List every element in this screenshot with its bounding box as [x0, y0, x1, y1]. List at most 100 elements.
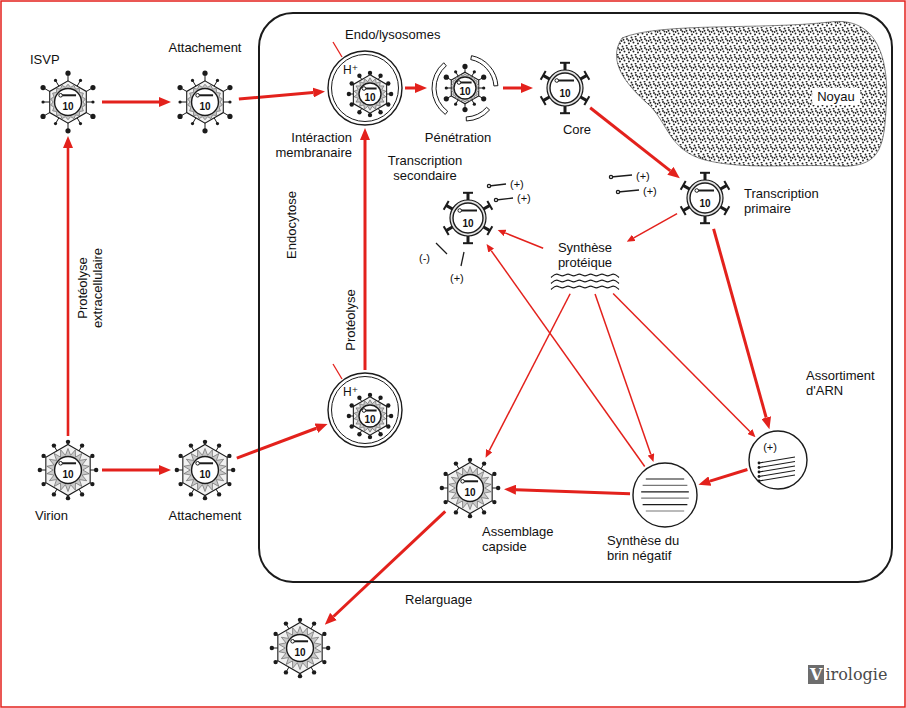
flow-arrow [590, 108, 670, 171]
transcribing-core-shape-part [700, 172, 710, 174]
isvp-particle-shape-part [51, 84, 86, 119]
endosome-shape-part [353, 397, 386, 435]
penetrating-particle-shape-part [444, 96, 449, 101]
virion-particle-shape-part [66, 496, 70, 500]
rna-assortment-shape-part [758, 475, 761, 478]
endosome-shape-part [362, 87, 366, 91]
nucleus-shape-part [616, 21, 886, 166]
mrna-strand [461, 252, 464, 266]
strand-polarity: (+) [517, 192, 531, 204]
penetrating-particle-shape-part [432, 56, 498, 121]
virion-particle-shape-part [41, 454, 45, 458]
isvp-particle-shape-part [79, 122, 82, 125]
attaching-particle-shape-part [175, 468, 179, 472]
endosome-shape-part [359, 405, 381, 427]
assembled-particle-shape-part [492, 472, 496, 476]
strand-polarity: (+) [510, 178, 524, 190]
released-virion-shape-part [270, 618, 331, 679]
rna-assortment-shape-part [758, 466, 761, 469]
process-label: Endocytose [284, 180, 299, 270]
attaching-particle-shape-part [189, 443, 193, 447]
isvp-particle-shape-part [40, 85, 45, 90]
assembled-particle-shape-part [440, 486, 444, 490]
attaching-particle-shape-part [203, 440, 207, 444]
segment-number: 10 [62, 101, 73, 112]
core-particle-shape-part [584, 96, 589, 105]
endosome-shape-part [378, 74, 382, 78]
core-particle: Core10 [535, 58, 595, 118]
attaching-particle-shape-part [177, 114, 182, 119]
released-virion-shape-part [298, 674, 302, 678]
strand-cap [616, 190, 619, 193]
rna-assortment-shape [748, 430, 808, 490]
released-virion-shape-part [312, 670, 316, 674]
flow-arrow [239, 93, 313, 100]
penetrating-particle-shape-part [462, 107, 467, 112]
negative-strand-synthesis: Synthèse du brin négatif [632, 462, 698, 528]
endosome-shape-part [365, 88, 377, 90]
strand-polarity: (+) [636, 170, 650, 182]
attaching-particle-shape-part [177, 71, 232, 134]
endosome-shape-part [389, 92, 393, 96]
virion-particle-shape-part [38, 440, 99, 501]
stage-label: ISVP [30, 52, 60, 67]
negative-strand-synthesis-shape-part [633, 463, 697, 527]
released-virion-shape-part [322, 632, 326, 636]
released-virion: 10 [268, 616, 332, 680]
flow-arrow [102, 101, 159, 104]
transcribing-core-shape-part [444, 193, 493, 243]
strand-cap [487, 184, 490, 187]
attaching-particle-shape-part [175, 440, 236, 501]
mrna-strand [489, 184, 506, 186]
negative-strand-synthesis-shape-part [646, 478, 684, 479]
attaching-particle-shape-part [188, 84, 223, 119]
virion-particle-shape-part [94, 468, 98, 472]
virion-particle-shape-part [41, 482, 45, 486]
penetrating-particle-shape-part [454, 70, 457, 73]
flow-arrow [237, 428, 316, 458]
isvp-particle-shape-part [50, 81, 87, 123]
endosome-shape-part [365, 410, 377, 412]
endosome-shape-part [328, 42, 402, 125]
core-particle-shape-part [550, 73, 580, 103]
endosome-shape-part [378, 396, 382, 400]
transcribing-core-shape-part [687, 180, 723, 216]
transcribing-core-shape-part [453, 203, 483, 233]
flow-arrow [489, 294, 570, 451]
isvp-particle-shape-part [65, 71, 70, 76]
attaching-particle-shape-part [202, 128, 207, 133]
endosome-shape-part [332, 55, 399, 122]
transcribing-core-shape-part [700, 222, 710, 224]
endosome-shape-part [359, 83, 381, 105]
flow-arrow [634, 214, 677, 238]
endosome-shape-part [328, 51, 402, 125]
flow-arrow [516, 490, 630, 494]
stage-label: Endo/lysosomes [345, 27, 440, 42]
endosome-shape-part [328, 364, 402, 447]
transcribing-core-shape-part [444, 201, 449, 210]
isvp-particle-shape-part [54, 122, 57, 125]
assembled-particle-shape-part [463, 480, 478, 482]
flow-arrow [613, 293, 750, 431]
attaching-particle-shape-part [227, 454, 231, 458]
flow-arrow [503, 87, 521, 90]
attaching-particle-shape-part [187, 81, 224, 123]
transcribing-core-shape-part [444, 226, 449, 235]
flow-arrow [364, 140, 367, 370]
strand-polarity: (+) [643, 185, 657, 197]
stage-label: Intéraction membranaire [264, 130, 352, 160]
transcribing-core-shape-part [487, 226, 492, 235]
segment-number: 10 [364, 414, 375, 425]
transcribing-core-shape-part [461, 210, 478, 212]
transcribing-core-shape-part [458, 209, 462, 213]
assembled-particle-shape-part [443, 500, 447, 504]
transcribing-core: Transcription secondaire10 [438, 188, 498, 248]
isvp-particle-shape-part [79, 79, 82, 82]
segment-number: 10 [459, 86, 470, 97]
negative-strand-synthesis-shape-part [641, 491, 689, 492]
flow-arrow [491, 251, 645, 467]
attaching-particle-shape-part [217, 443, 221, 447]
host-cell-shape-part [259, 13, 892, 582]
attaching-particle-shape-part [192, 457, 219, 484]
virion-particle-shape-part [52, 492, 56, 496]
